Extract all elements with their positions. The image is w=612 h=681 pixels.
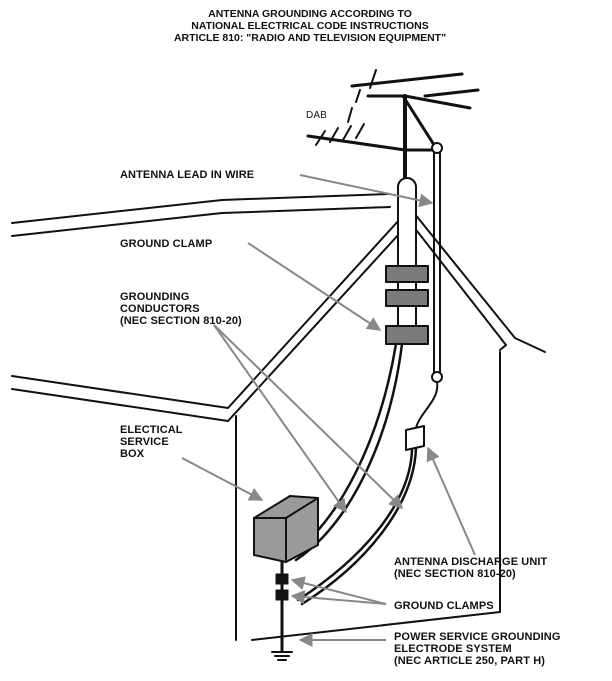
pointer-conductor-1 <box>214 325 346 512</box>
pointer-ground-clamp <box>248 243 380 330</box>
antenna-lead-in-wire <box>416 143 442 428</box>
label-power-service-grounding: POWER SERVICE GROUNDING ELECTRODE SYSTEM… <box>394 631 561 667</box>
label-dab: DAB <box>306 110 327 122</box>
label-antenna-lead-in-wire: ANTENNA LEAD IN WIRE <box>120 169 254 181</box>
label-ground-clamps: GROUND CLAMPS <box>394 600 494 612</box>
pointer-conductor-2 <box>214 325 402 508</box>
antenna-discharge-unit <box>406 426 424 450</box>
pointer-service-box <box>182 458 262 500</box>
antenna-elements <box>308 70 478 150</box>
label-antenna-discharge-unit: ANTENNA DISCHARGE UNIT (NEC SECTION 810-… <box>394 556 547 580</box>
pointer-discharge-unit <box>428 448 475 555</box>
label-electrical-service-box: ELECTICAL SERVICE BOX <box>120 424 183 460</box>
mast-ground-clamps <box>386 266 428 344</box>
ground-electrode-rod <box>272 562 292 660</box>
label-ground-clamp: GROUND CLAMP <box>120 238 212 250</box>
label-grounding-conductors: GROUNDING CONDUCTORS (NEC SECTION 810-20… <box>120 291 242 327</box>
